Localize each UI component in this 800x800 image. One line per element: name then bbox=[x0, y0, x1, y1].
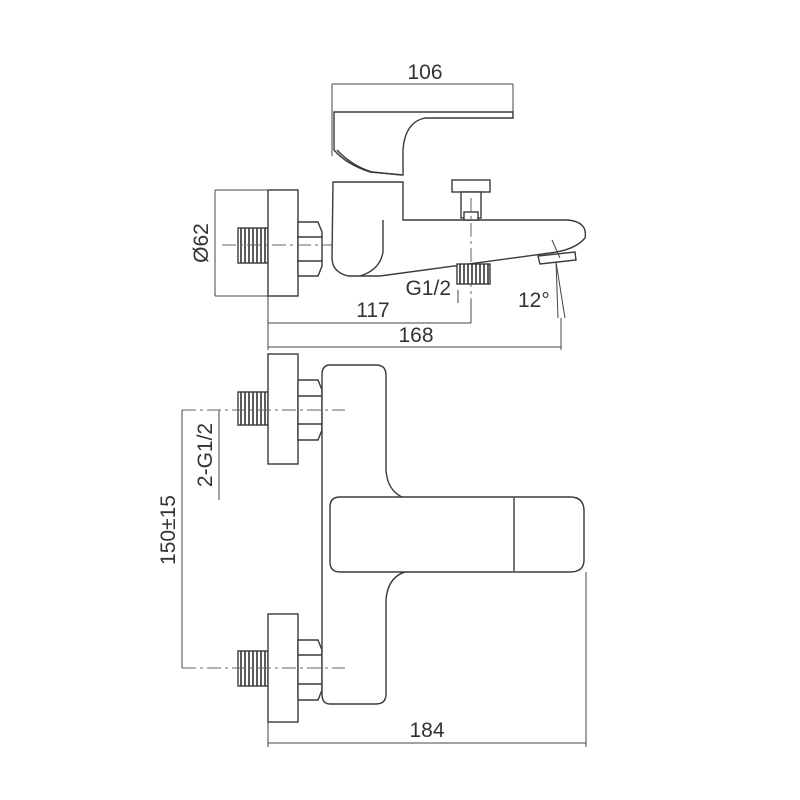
label-inlet-thread: 2-G1/2 bbox=[194, 423, 217, 487]
front-lever bbox=[329, 496, 585, 573]
label-diameter: Ø62 bbox=[190, 223, 213, 263]
front-upper-inlet bbox=[237, 353, 323, 465]
side-body-spout bbox=[331, 181, 587, 277]
dimension-total-width: 184 bbox=[267, 572, 587, 747]
label-spout-angle: 12° bbox=[518, 289, 550, 312]
dimension-top-width: 106 bbox=[331, 61, 514, 156]
side-body-edge bbox=[359, 220, 384, 277]
label-outlet-thread: G1/2 bbox=[405, 277, 451, 300]
side-flange bbox=[267, 189, 299, 297]
side-view: 106 Ø62 bbox=[190, 61, 587, 350]
label-total-width: 184 bbox=[409, 719, 444, 742]
label-inlet-spacing: 150±15 bbox=[157, 495, 180, 565]
front-view: 2-G1/2 150±15 184 bbox=[157, 353, 587, 747]
dimension-inlet-thread: 2-G1/2 bbox=[194, 410, 220, 500]
label-outlet-distance: 117 bbox=[356, 299, 389, 322]
spout-aerator: 12° bbox=[518, 239, 577, 319]
side-nut bbox=[297, 221, 323, 277]
outlet-thread: G1/2 bbox=[405, 263, 491, 303]
side-handle bbox=[333, 111, 514, 176]
label-top-width: 106 bbox=[407, 61, 442, 84]
dimension-inlet-spacing: 150±15 bbox=[157, 410, 183, 668]
label-total-depth: 168 bbox=[398, 324, 433, 347]
dimension-diameter: Ø62 bbox=[190, 189, 268, 297]
dimension-total-depth: 168 bbox=[268, 318, 562, 350]
dimension-outlet-distance: 117 bbox=[267, 296, 472, 350]
